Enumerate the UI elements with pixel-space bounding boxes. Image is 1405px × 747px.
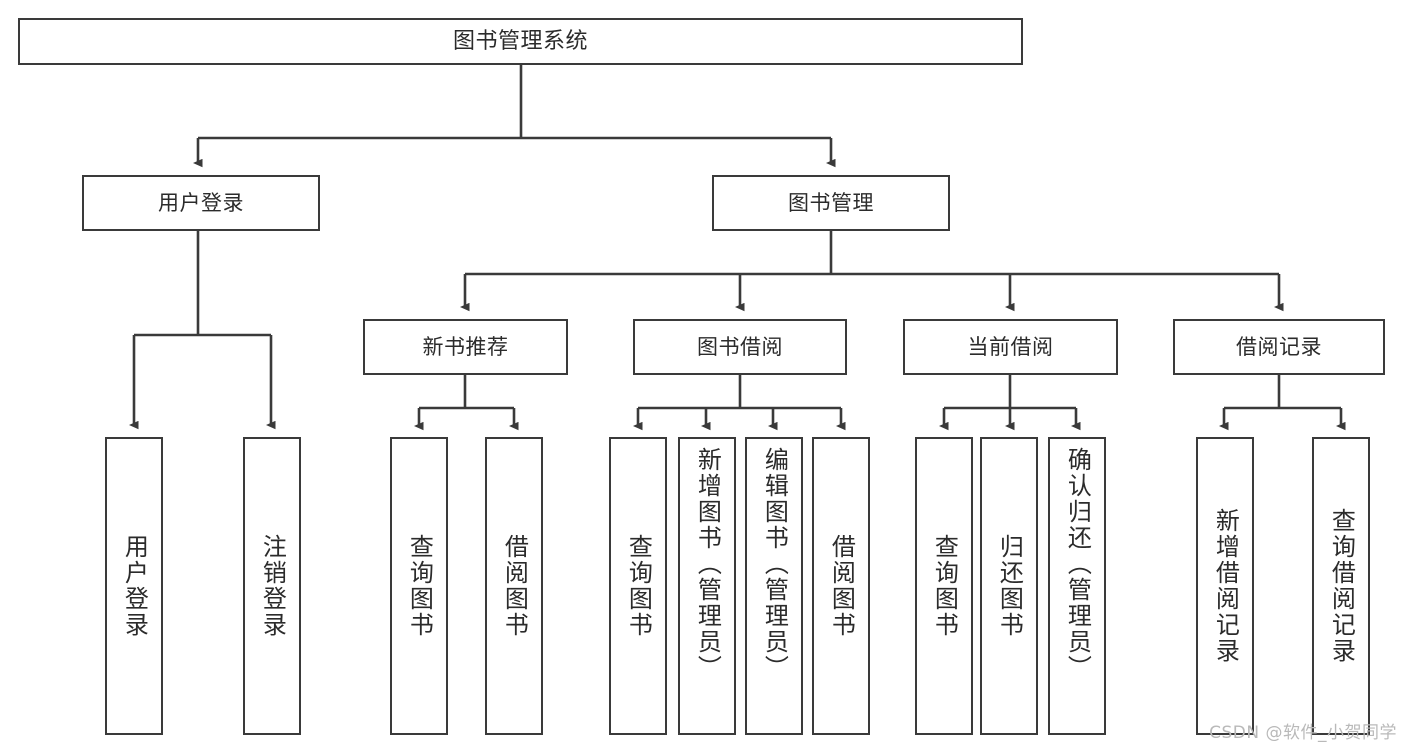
node-label: 图书管理系统 — [452, 28, 588, 54]
leaf-current-query-book[interactable]: 查询图书 — [915, 437, 973, 735]
node-borrow-record[interactable]: 借阅记录 — [1173, 319, 1385, 375]
leaf-current-return-book[interactable]: 归还图书 — [980, 437, 1038, 735]
node-label: 借阅记录 — [1236, 334, 1322, 359]
node-label: 图书借阅 — [697, 334, 783, 359]
leaf-current-confirm-return-admin[interactable]: 确认归还（管理员） — [1048, 437, 1106, 735]
leaf-borrow-query-book[interactable]: 查询图书 — [609, 437, 667, 735]
node-label: 新增借阅记录 — [1211, 508, 1240, 664]
node-label: 查询图书 — [930, 534, 959, 638]
csdn-watermark: CSDN @软件_小贺同学 — [1209, 723, 1397, 743]
node-root-book-management-system[interactable]: 图书管理系统 — [18, 18, 1023, 65]
node-new-book-recommend[interactable]: 新书推荐 — [363, 319, 568, 375]
node-label: 查询图书 — [624, 534, 653, 638]
node-label: 用户登录 — [158, 190, 244, 215]
node-label: 编辑图书（管理员） — [760, 447, 789, 681]
node-user-login[interactable]: 用户登录 — [82, 175, 320, 231]
leaf-borrow-borrow-book[interactable]: 借阅图书 — [812, 437, 870, 735]
node-label: 当前借阅 — [967, 334, 1054, 359]
node-label: 查询图书 — [405, 534, 434, 638]
node-label: 归还图书 — [995, 534, 1024, 638]
leaf-recommend-query-book[interactable]: 查询图书 — [390, 437, 448, 735]
node-label: 查询借阅记录 — [1327, 508, 1356, 664]
leaf-borrow-edit-book-admin[interactable]: 编辑图书（管理员） — [745, 437, 803, 735]
leaf-user-login-login[interactable]: 用户登录 — [105, 437, 163, 735]
node-current-borrow[interactable]: 当前借阅 — [903, 319, 1118, 375]
leaf-recommend-borrow-book[interactable]: 借阅图书 — [485, 437, 543, 735]
node-label: 注销登录 — [258, 534, 287, 638]
node-label: 确认归还（管理员） — [1063, 447, 1092, 681]
node-book-borrow[interactable]: 图书借阅 — [633, 319, 847, 375]
node-label: 用户登录 — [120, 534, 149, 638]
node-label: 借阅图书 — [827, 534, 856, 638]
leaf-user-login-logout[interactable]: 注销登录 — [243, 437, 301, 735]
node-label: 借阅图书 — [500, 534, 529, 638]
node-label: 图书管理 — [788, 190, 874, 215]
node-label: 新书推荐 — [422, 334, 509, 359]
leaf-borrow-add-book-admin[interactable]: 新增图书（管理员） — [678, 437, 736, 735]
node-label: 新增图书（管理员） — [693, 447, 722, 681]
leaf-record-query-record[interactable]: 查询借阅记录 — [1312, 437, 1370, 735]
leaf-record-add-record[interactable]: 新增借阅记录 — [1196, 437, 1254, 735]
node-book-management[interactable]: 图书管理 — [712, 175, 950, 231]
